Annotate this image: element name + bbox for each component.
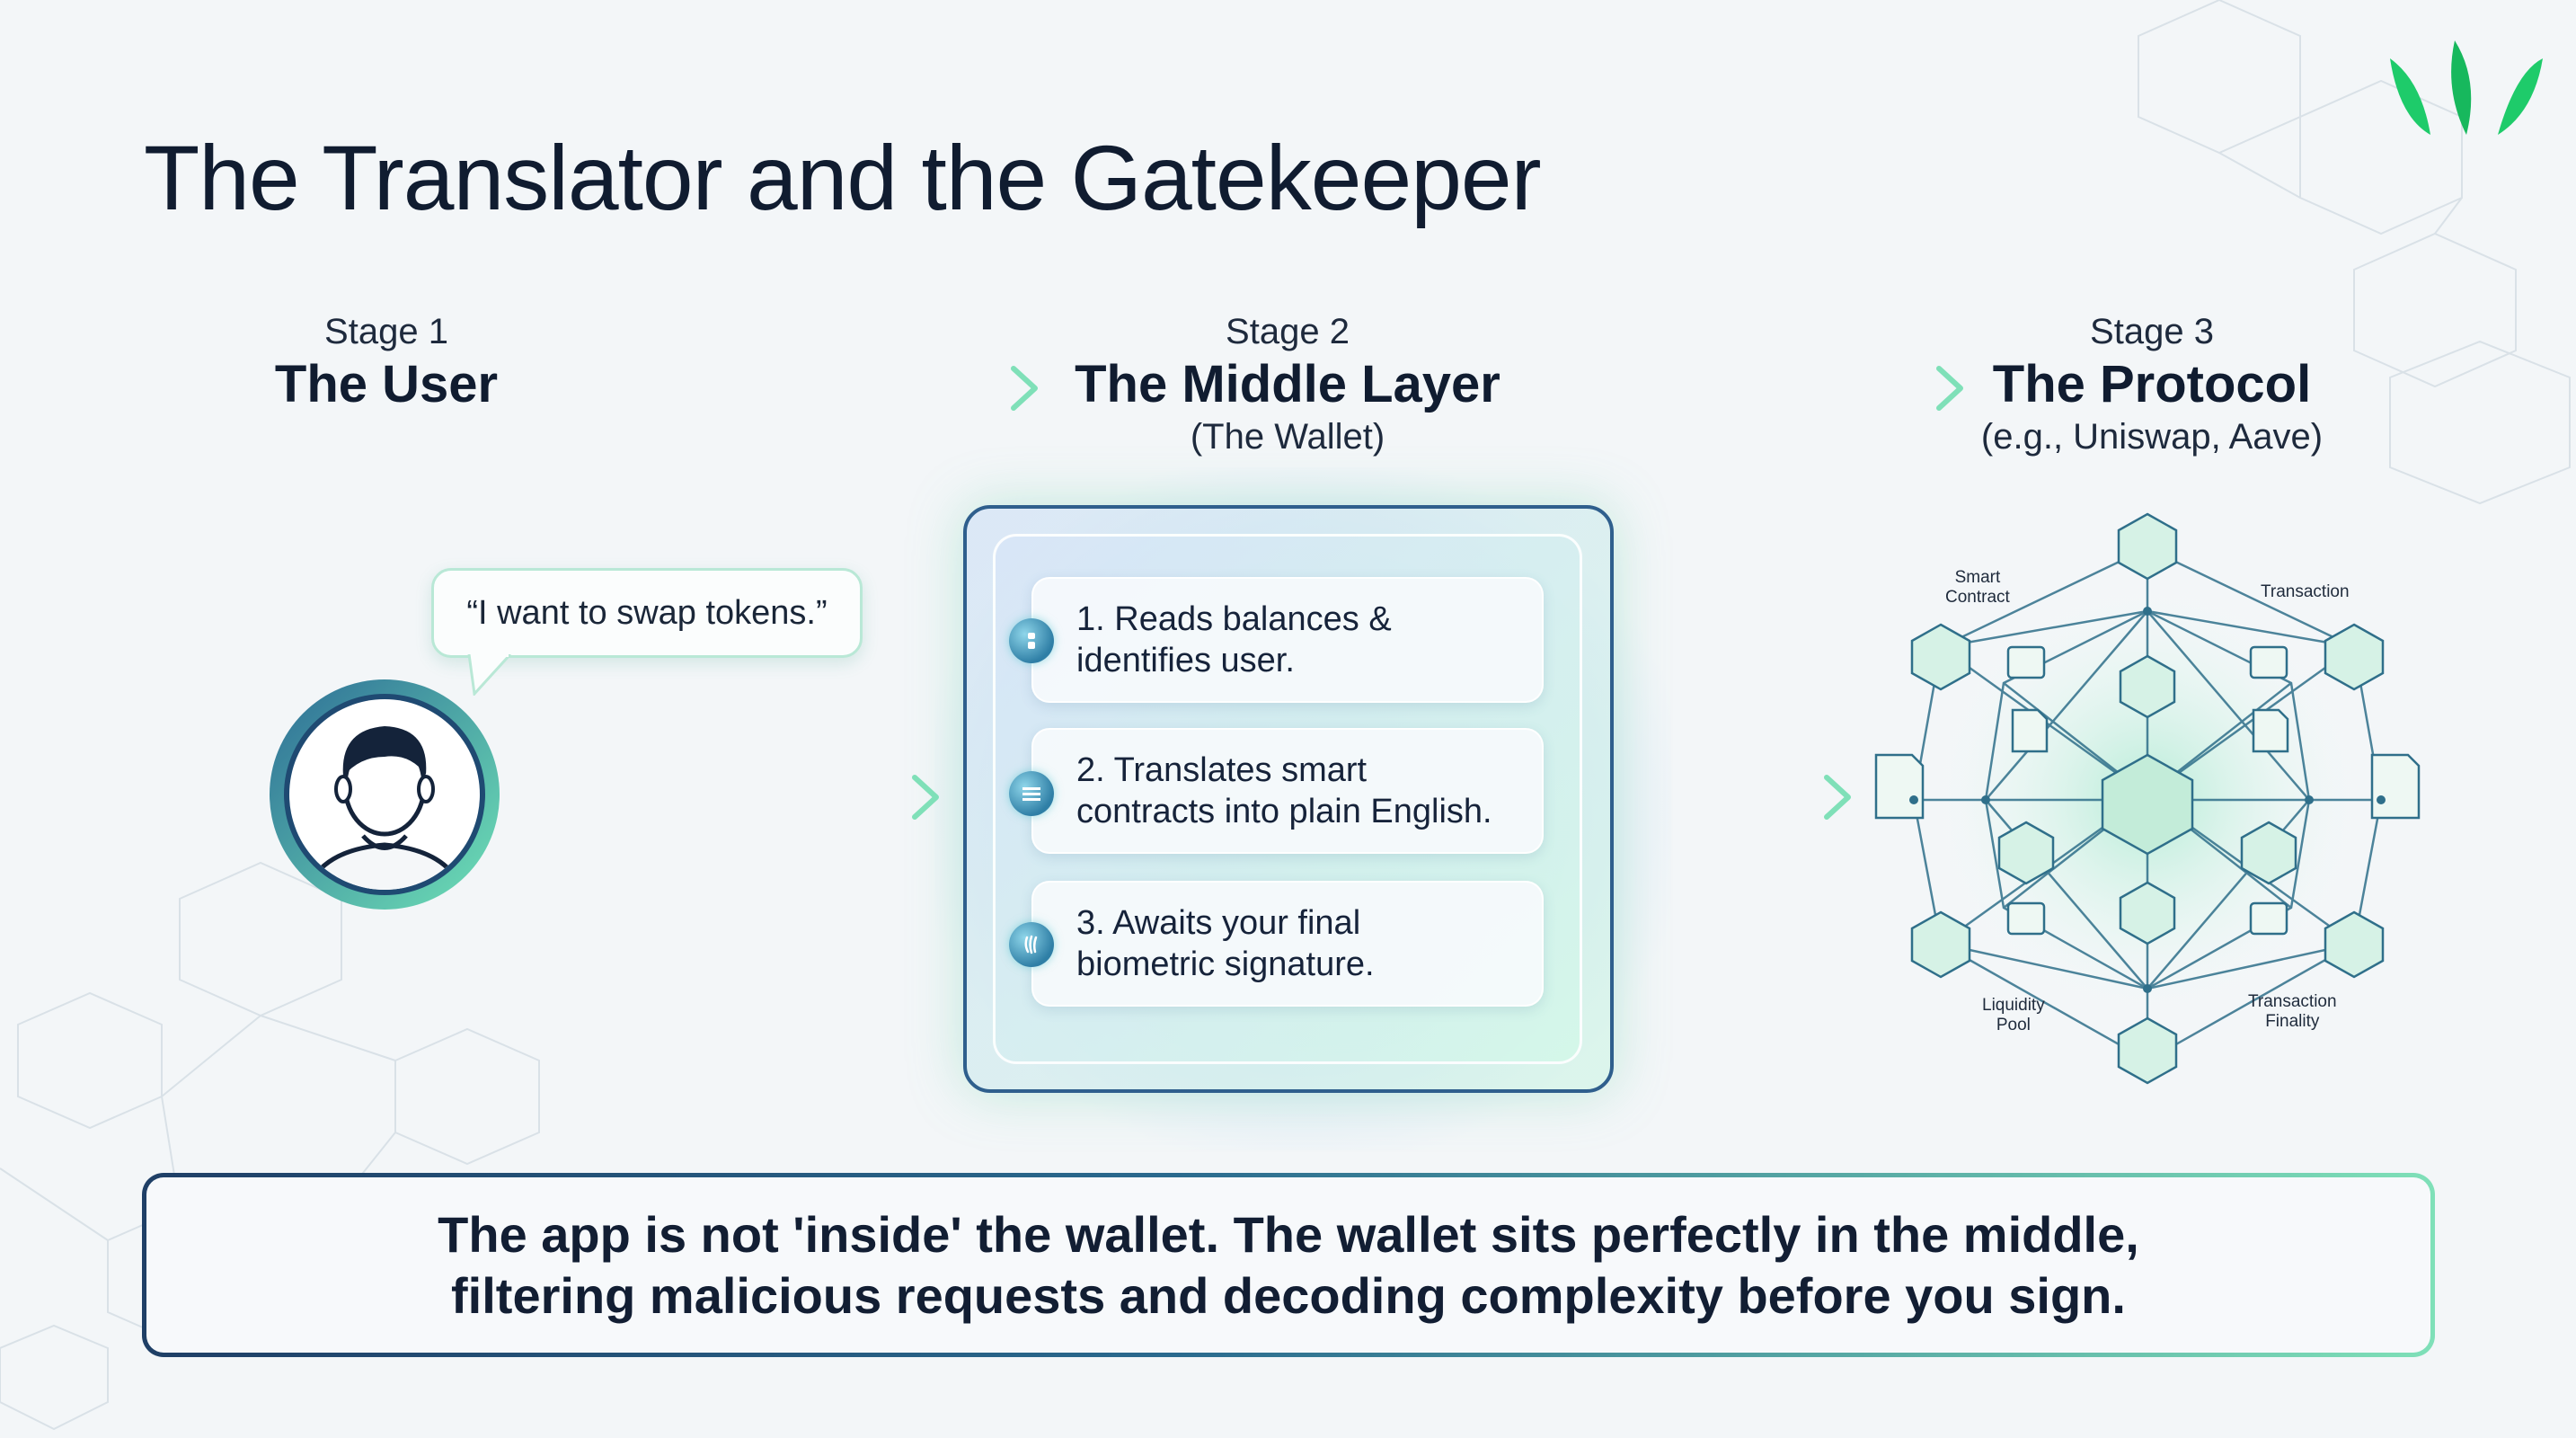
wallet-step-2: 2. Translates smart contracts into plain… [1031,728,1544,854]
label-transaction: Transaction [2261,582,2350,601]
label-liquidity-pool-line2: Pool [1996,1016,2031,1034]
stage-2-subtitle: (The Wallet) [1190,417,1385,457]
label-smart-contract-line2: Contract [1945,588,2010,607]
stage-2-number: Stage 2 [1226,312,1350,351]
stage-1-header: Stage 1 The User [207,310,566,416]
stage-1-name: The User [274,355,499,413]
label-liquidity-pool-line1: Liquidity [1982,996,2045,1015]
label-transaction-finality-line2: Finality [2265,1012,2320,1031]
summary-line-1: The app is not 'inside' the wallet. The … [438,1205,2139,1263]
label-liquidity-pool: Liquidity Pool [1982,996,2045,1035]
logo-leaves-icon [2390,40,2543,135]
user-avatar-icon [270,679,500,910]
label-smart-contract-line1: Smart [1954,568,2001,587]
blockchain-network-icon [1874,512,2421,1085]
stage-3-header: Stage 3 The Protocol (e.g., Uniswap, Aav… [1882,310,2421,457]
stage-3-name: The Protocol [1992,355,2312,413]
speech-bubble-tail [467,654,512,696]
wallet-step-3: 3. Awaits your final biometric signature… [1031,881,1544,1007]
label-transaction-finality: Transaction Finality [2248,992,2337,1032]
label-smart-contract: Smart Contract [1945,568,2010,608]
stage-2-header: Stage 2 The Middle Layer (The Wallet) [1018,310,1557,457]
stage-1-number: Stage 1 [324,312,448,351]
stage-3-subtitle: (e.g., Uniswap, Aave) [1980,417,2324,457]
page-title: The Translator and the Gatekeeper [144,127,1542,229]
wallet-step-1: 1. Reads balances & identifies user. [1031,577,1544,703]
wallet-step-1-line1: 1. Reads balances & [1076,600,1392,638]
wallet-step-1-icon [1009,618,1054,663]
wallet-step-3-icon [1009,922,1054,967]
summary-box: The app is not 'inside' the wallet. The … [142,1173,2435,1357]
wallet-step-3-line2: biometric signature. [1076,945,1375,983]
summary-line-2: filtering malicious requests and decodin… [451,1266,2126,1324]
wallet-step-2-line2: contracts into plain English. [1076,793,1492,830]
stage-3-number: Stage 3 [2090,312,2214,351]
wallet-step-3-line1: 3. Awaits your final [1076,904,1361,942]
stage-2-name: The Middle Layer [1075,355,1500,413]
user-speech-bubble: “I want to swap tokens.” [431,568,863,658]
wallet-step-2-icon [1009,771,1054,816]
wallet-step-2-line1: 2. Translates smart [1076,751,1368,789]
wallet-step-1-line2: identifies user. [1076,642,1295,679]
label-transaction-finality-line1: Transaction [2248,992,2337,1011]
